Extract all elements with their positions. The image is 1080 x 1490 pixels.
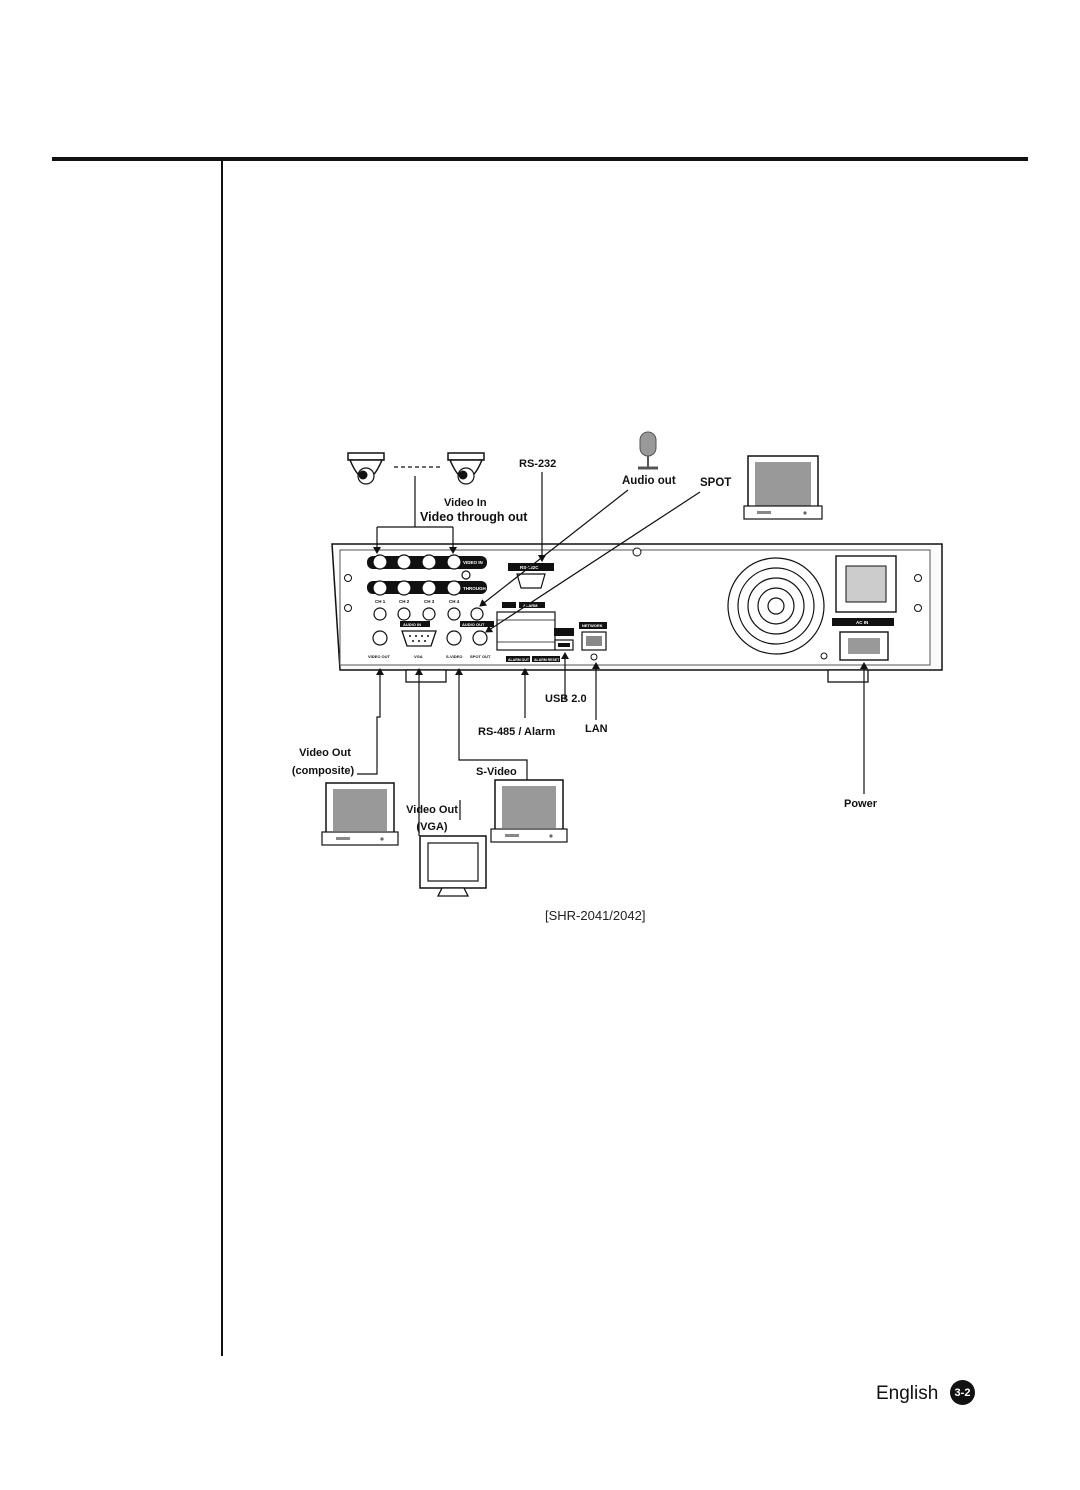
panel-ch4-label: CH 4 bbox=[449, 599, 460, 604]
usb-label: USB 2.0 bbox=[545, 693, 587, 705]
s-video-label: S-Video bbox=[476, 766, 517, 778]
panel-video-out-label: VIDEO OUT bbox=[368, 654, 391, 659]
video-out-vga-label-2: (VGA) bbox=[416, 821, 448, 833]
rs232-label: RS-232 bbox=[519, 458, 557, 470]
audio-out-label: Audio out bbox=[622, 475, 676, 487]
monitor-icon bbox=[321, 782, 399, 846]
dvr-rear-panel: VIDEO IN THROUGH CH 1 CH 2 CH 3 CH 4 AUD… bbox=[331, 543, 943, 683]
panel-alarm-out-label: ALARM OUT bbox=[508, 658, 530, 662]
camera-icon bbox=[347, 452, 385, 485]
margin-rule bbox=[221, 161, 223, 1356]
monitor-icon bbox=[743, 455, 823, 520]
vga-monitor-icon bbox=[419, 835, 487, 897]
microphone-icon bbox=[638, 431, 658, 470]
camera-icon bbox=[447, 452, 485, 485]
rs485-alarm-label: RS-485 / Alarm bbox=[478, 726, 556, 738]
panel-video-in-label: VIDEO IN bbox=[463, 560, 483, 565]
video-in-label: Video In bbox=[444, 497, 487, 509]
footer-language: English bbox=[876, 1383, 939, 1404]
panel-vga-label: VGA bbox=[414, 654, 423, 659]
panel-ch3-label: CH 3 bbox=[424, 599, 435, 604]
panel-ch1-label: CH 1 bbox=[375, 599, 386, 604]
spot-label: SPOT bbox=[700, 477, 732, 489]
panel-through-label: THROUGH bbox=[463, 586, 486, 591]
panel-ac-in-label: AC IN bbox=[856, 620, 868, 625]
power-label: Power bbox=[844, 798, 878, 810]
diagram-caption: [SHR-2041/2042] bbox=[545, 908, 646, 923]
panel-alarm-label: ALARM bbox=[523, 603, 538, 608]
panel-audio-in-label: AUDIO IN bbox=[403, 622, 421, 627]
panel-s-video-label: S-VIDEO bbox=[446, 654, 462, 659]
header-rule bbox=[52, 157, 1028, 161]
monitor-icon bbox=[490, 779, 568, 843]
panel-network-label: NETWORK bbox=[582, 623, 603, 628]
panel-ch2-label: CH 2 bbox=[399, 599, 410, 604]
page-number-badge: 3-2 bbox=[950, 1380, 975, 1405]
panel-audio-out-label: AUDIO OUT bbox=[462, 622, 485, 627]
video-out-composite-label-2: (composite) bbox=[291, 765, 355, 777]
video-out-composite-label-1: Video Out bbox=[299, 747, 351, 759]
panel-spot-out-label: SPOT OUT bbox=[470, 654, 491, 659]
video-out-vga-label-1: Video Out bbox=[406, 804, 458, 816]
video-through-out-label: Video through out bbox=[420, 510, 528, 524]
lan-label: LAN bbox=[585, 723, 608, 735]
panel-alarm-reset-label: ALARM RESET bbox=[534, 658, 560, 662]
